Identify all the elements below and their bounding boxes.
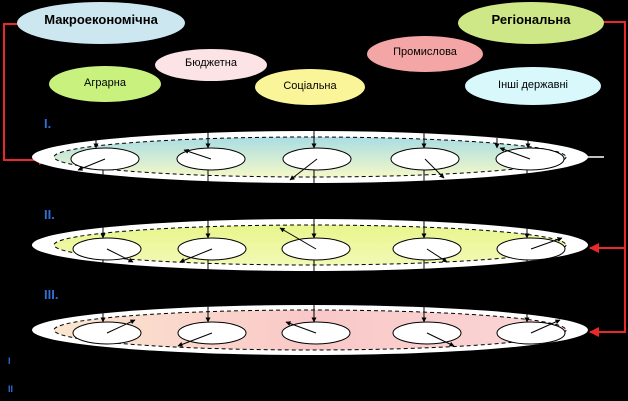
vertical-links	[93, 128, 531, 323]
footnote-1: I	[8, 356, 11, 366]
bubble-regional	[458, 2, 604, 44]
bubble-social	[255, 69, 365, 105]
label-budget: Бюджетна	[185, 57, 237, 69]
footnote-2: II	[8, 384, 14, 394]
level-label-2: II.	[44, 207, 55, 222]
bubble-budget	[155, 49, 267, 81]
label-regional: Регіональна	[491, 12, 571, 27]
label-social: Соціальна	[283, 80, 337, 92]
label-macro: Макроекономічна	[44, 12, 158, 27]
connector-right	[589, 21, 626, 337]
connector-left	[3, 23, 49, 165]
bubble-agrarian	[49, 66, 161, 102]
bubble-industrial	[367, 36, 483, 72]
diagonal-arrows	[77, 147, 563, 347]
bubble-other	[465, 67, 601, 105]
label-industrial: Промислова	[393, 46, 457, 58]
label-other: Інші державні	[498, 79, 568, 91]
level-label-3: III.	[44, 287, 59, 302]
label-agrarian: Аграрна	[84, 77, 126, 89]
bubble-macro	[17, 2, 185, 44]
level-label-1: I.	[44, 116, 52, 131]
policy-bubbles	[17, 2, 604, 105]
